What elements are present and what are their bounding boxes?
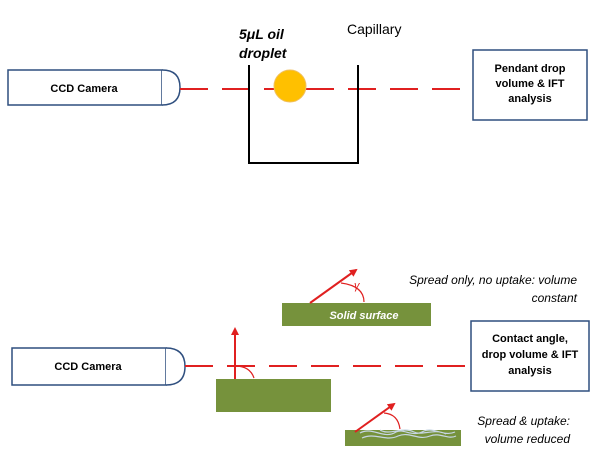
note-spread-uptake-line-2: volume reduced [485, 432, 571, 446]
sample-angle-arc [234, 365, 255, 379]
top-output-line-3: analysis [508, 93, 551, 105]
note-spread-only-line-2: constant [532, 291, 578, 305]
solid-surface-group: Solid surface γ [282, 268, 431, 326]
note-spread-only-line-1: Spread only, no uptake: volume [409, 273, 577, 287]
solid-surface-contact-arrow [309, 268, 358, 304]
bottom-output-line-3: analysis [508, 365, 551, 377]
droplet-label-line2: droplet [239, 45, 288, 61]
top-output-box-frame [472, 49, 588, 121]
top-capillary [248, 65, 359, 164]
capillary-walls [248, 65, 359, 164]
top-output-line-1: Pendant drop [495, 63, 566, 75]
droplet-label: 5μL oil [239, 26, 285, 42]
bottom-output-line-2: drop volume & IFT [482, 349, 579, 361]
bottom-camera: CCD Camera [11, 347, 186, 386]
top-camera-lens [161, 69, 181, 106]
sample-block [216, 327, 331, 412]
top-camera: CCD Camera [7, 69, 181, 106]
solid-surface-label: Solid surface [329, 310, 398, 322]
bottom-output-line-1: Contact angle, [492, 333, 568, 345]
top-output-box: Pendant drop volume & IFT analysis [472, 49, 588, 121]
sample-block-surface [216, 379, 331, 412]
note-spread-uptake-line-1: Spread & uptake: [477, 414, 570, 428]
capillary-label: Capillary [347, 21, 401, 37]
solid-surface-angle-arc [340, 282, 365, 303]
bottom-output-box-frame [470, 320, 590, 392]
bottom-camera-lens [165, 347, 186, 386]
top-output-line-2: volume & IFT [495, 78, 564, 90]
porous-surface-angle-arc [383, 412, 401, 430]
bottom-output-box: Contact angle, drop volume & IFT analysi… [470, 320, 590, 392]
oil-droplet [273, 69, 307, 103]
solid-surface-slab [282, 303, 431, 326]
top-camera-label: CCD Camera [50, 83, 118, 95]
contact-angle-symbol: γ [354, 280, 361, 292]
bottom-camera-label: CCD Camera [54, 361, 122, 373]
porous-surface-contact-arrow [354, 402, 396, 433]
porous-surface-fibers [359, 429, 457, 439]
porous-surface-slab [345, 430, 461, 446]
porous-surface-group [345, 402, 461, 446]
